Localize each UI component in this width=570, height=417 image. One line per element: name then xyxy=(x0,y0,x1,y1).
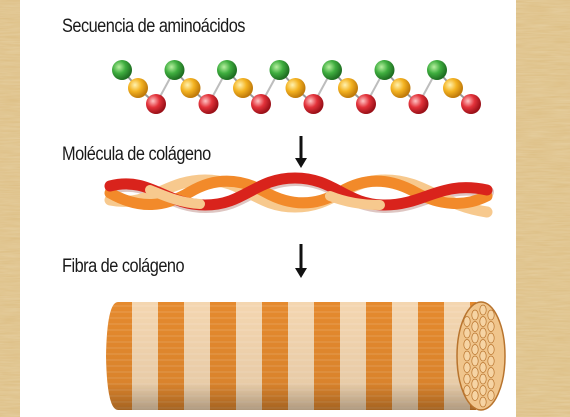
fibril-end xyxy=(479,316,487,327)
amino-yellow-icon xyxy=(180,78,201,98)
collagen-molecule-helix xyxy=(104,172,494,218)
collagen-molecule-label: Molécula de colágeno xyxy=(62,144,211,165)
fibril-end xyxy=(479,327,487,339)
fibril-end xyxy=(463,350,471,362)
fibril-end xyxy=(463,327,471,339)
amino-green-icon xyxy=(374,60,395,80)
arrow-1 xyxy=(295,136,307,168)
amino-red-icon xyxy=(303,94,324,114)
amino-green-icon xyxy=(269,60,290,80)
fibril-end xyxy=(471,390,479,401)
amino-yellow-icon xyxy=(233,78,253,98)
fibril-end xyxy=(479,362,487,373)
fibril-end xyxy=(471,367,479,378)
fibril-end xyxy=(487,344,495,355)
fibril-end xyxy=(463,385,471,396)
amino-green-icon xyxy=(164,60,185,80)
amino-yellow-icon xyxy=(128,78,148,98)
fibril-end xyxy=(471,355,479,367)
fibril-end xyxy=(487,367,495,378)
fibril-end xyxy=(479,304,487,316)
amino-red-icon xyxy=(198,94,219,114)
fibril-end xyxy=(479,385,487,396)
amino-yellow-icon xyxy=(390,78,411,98)
collagen-fiber-label: Fibra de colágeno xyxy=(62,256,185,277)
amino-red-icon xyxy=(146,94,166,114)
fibril-end xyxy=(463,373,471,385)
arrow-2 xyxy=(295,244,307,278)
amino-green-icon xyxy=(322,60,342,80)
amino-green-icon xyxy=(427,60,447,80)
fibril-end xyxy=(471,332,479,344)
fibril-end xyxy=(487,321,495,332)
amino-sequence-label: Secuencia de aminoácidos xyxy=(62,16,245,37)
amino-yellow-icon xyxy=(285,78,306,98)
fibril-end xyxy=(471,309,479,321)
fibril-end xyxy=(463,339,471,350)
fibril-end xyxy=(487,355,495,367)
amino-acid-chain xyxy=(112,60,481,114)
fibril-end xyxy=(479,350,487,362)
fibril-end xyxy=(471,378,479,390)
fibril-end xyxy=(479,339,487,350)
amino-yellow-icon xyxy=(338,78,358,98)
fibril-end xyxy=(479,396,487,408)
amino-yellow-icon xyxy=(443,78,463,98)
fibril-end xyxy=(479,373,487,385)
amino-red-icon xyxy=(356,94,376,114)
amino-red-icon xyxy=(408,94,429,114)
amino-red-icon xyxy=(251,94,271,114)
fibril-end xyxy=(471,344,479,355)
fibril-end xyxy=(487,390,495,401)
fibril-end xyxy=(487,378,495,390)
amino-red-icon xyxy=(461,94,481,114)
amino-green-icon xyxy=(112,60,132,80)
fibril-end xyxy=(471,321,479,332)
fibril-end xyxy=(487,332,495,344)
fibril-end xyxy=(487,309,495,321)
fibril-end xyxy=(463,316,471,327)
amino-green-icon xyxy=(217,60,237,80)
collagen-fiber-bundle xyxy=(106,301,506,411)
fibril-end xyxy=(463,362,471,373)
